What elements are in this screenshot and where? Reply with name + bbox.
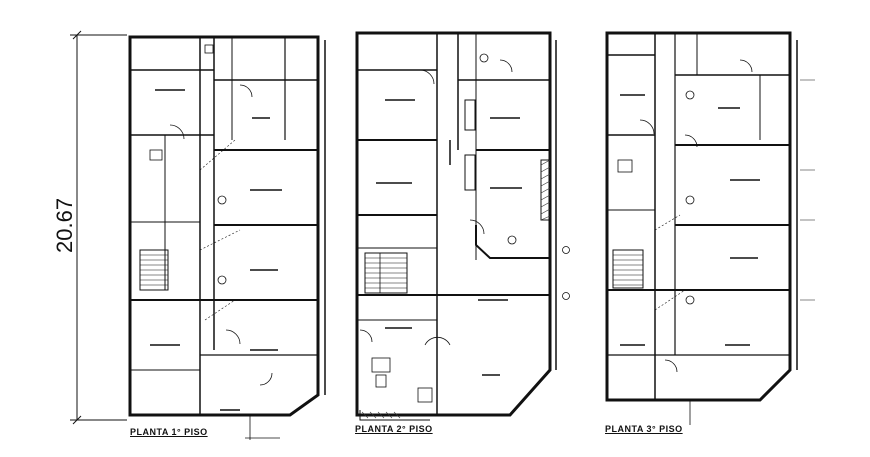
- overall-dimension-line: [70, 30, 127, 425]
- plan-3-title: PLANTA 3° PISO: [605, 424, 683, 434]
- plan-2-title: PLANTA 2° PISO: [355, 424, 433, 434]
- plan-1-title: PLANTA 1° PISO: [130, 427, 208, 437]
- plan-3-drawing: [605, 31, 815, 425]
- overall-dimension-value: 20.67: [52, 197, 77, 253]
- plan-2-drawing: [355, 31, 570, 421]
- plan-1-drawing: [128, 35, 326, 440]
